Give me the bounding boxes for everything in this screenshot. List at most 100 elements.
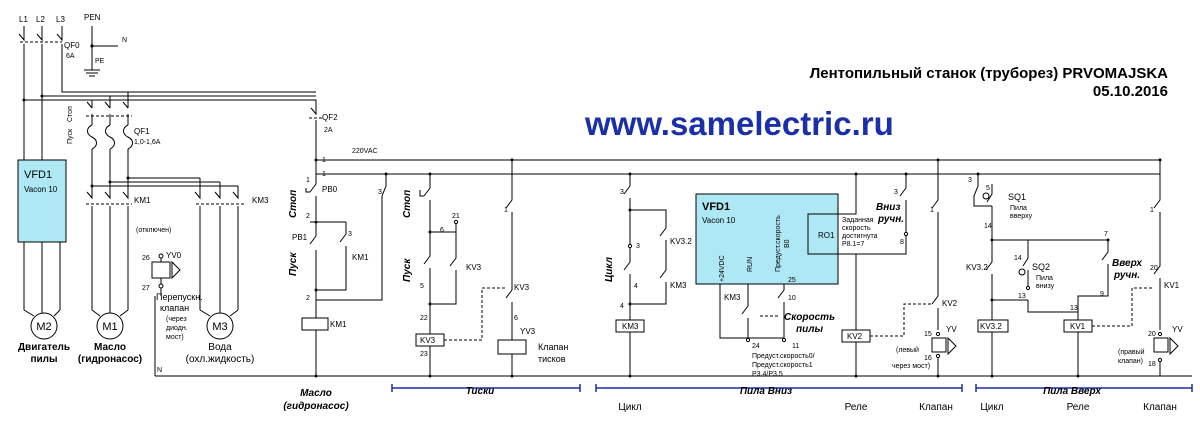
svg-text:Скорость: Скорость (784, 312, 835, 323)
svg-text:KM3: KM3 (252, 196, 269, 205)
svg-text:Стоп: Стоп (288, 190, 299, 218)
svg-text:KV3.2: KV3.2 (980, 322, 1002, 331)
svg-text:Тиски: Тиски (466, 386, 495, 397)
svg-text:Реле: Реле (845, 402, 868, 413)
svg-text:16: 16 (924, 355, 932, 362)
svg-text:P8.1=7: P8.1=7 (842, 241, 864, 248)
schematic-title: Лентопильный станок (труборез) PRVOMAJSK… (810, 65, 1168, 82)
svg-text:14: 14 (984, 223, 992, 230)
svg-text:13: 13 (1070, 305, 1078, 312)
svg-text:14: 14 (1014, 255, 1022, 262)
svg-text:Масло: Масло (94, 342, 126, 353)
vfd1-power-block: VFD1 Vacon 10 (17, 159, 67, 310)
svg-text:Пуск: Пуск (288, 252, 299, 276)
svg-text:Пила Вниз: Пила Вниз (740, 386, 792, 397)
svg-text:VFD1: VFD1 (702, 201, 730, 213)
svg-text:пилы: пилы (796, 324, 823, 335)
motor-m1: M1 Масло (гидронасос) (78, 309, 142, 365)
svg-text:6: 6 (514, 315, 518, 322)
svg-text:Пила Вверх: Пила Вверх (1043, 386, 1101, 397)
vise-control: 3 Стоп Пуск 21 6 5 KV3 22 KV3 23 1 KV3 6… (316, 158, 581, 397)
svg-text:Предуст.скорость0/: Предуст.скорость0/ (752, 353, 815, 360)
svg-text:3: 3 (968, 177, 972, 184)
svg-text:L1: L1 (19, 15, 28, 24)
svg-text:1: 1 (504, 207, 508, 214)
svg-text:скорость: скорость (842, 225, 871, 232)
svg-text:YV: YV (946, 325, 957, 334)
website-url[interactable]: www.samelectric.ru (584, 105, 894, 142)
control-supply: QF2 2A 220VAC 1 1 (155, 104, 1192, 377)
svg-text:мост): мост) (166, 334, 184, 341)
schematic-date: 05.10.2016 (1093, 83, 1168, 100)
svg-text:8: 8 (900, 239, 904, 246)
svg-text:15: 15 (924, 331, 932, 338)
power-input: L1 L2 L3 PEN N PE QF0 6A (18, 13, 127, 82)
svg-text:6: 6 (440, 227, 444, 234)
svg-text:клапан): клапан) (1118, 358, 1143, 365)
yv0-bypass-valve: (отключен) 26 YV0 27 Перепускн. клапан (… (136, 227, 203, 376)
svg-text:M3: M3 (212, 321, 227, 333)
svg-text:Двигатель: Двигатель (18, 342, 70, 353)
svg-text:23: 23 (420, 351, 428, 358)
svg-text:Пила: Пила (1010, 205, 1027, 212)
svg-text:3: 3 (636, 243, 640, 250)
svg-text:Цикл: Цикл (618, 402, 641, 413)
svg-text:пилы: пилы (30, 354, 57, 365)
svg-text:M1: M1 (102, 321, 117, 333)
svg-text:Пуск: Пуск (402, 258, 413, 282)
svg-text:(правый: (правый (1118, 348, 1145, 356)
svg-text:4: 4 (620, 303, 624, 310)
svg-text:20: 20 (1150, 265, 1158, 272)
svg-text:KM1: KM1 (352, 253, 369, 262)
svg-text:Клапан: Клапан (1143, 402, 1177, 413)
svg-text:KV3: KV3 (420, 336, 436, 345)
svg-text:25: 25 (788, 277, 796, 284)
motor-m3: M3 Вода (охл.жидкость) (186, 309, 254, 365)
svg-text:KV1: KV1 (1070, 322, 1086, 331)
svg-text:SQ2: SQ2 (1032, 262, 1050, 272)
svg-text:RO1: RO1 (818, 231, 835, 240)
svg-text:внизу: внизу (1036, 283, 1055, 290)
svg-text:KV3: KV3 (514, 283, 530, 292)
svg-text:диодн.: диодн. (166, 325, 188, 332)
svg-text:(через: (через (166, 316, 187, 323)
svg-text:1: 1 (322, 157, 326, 164)
svg-text:Масло: Масло (300, 388, 332, 399)
svg-text:Клапан: Клапан (538, 342, 568, 352)
svg-text:3: 3 (894, 189, 898, 196)
svg-text:KV1: KV1 (1164, 281, 1180, 290)
svg-text:Цикл: Цикл (980, 402, 1003, 413)
svg-text:ручн.: ручн. (1113, 270, 1140, 281)
motor-m2: M2 Двигатель пилы (18, 309, 70, 365)
svg-text:2: 2 (306, 295, 310, 302)
svg-text:(отключен): (отключен) (136, 227, 171, 234)
svg-text:клапан: клапан (160, 303, 189, 313)
svg-text:2A: 2A (324, 127, 333, 134)
svg-text:KM3: KM3 (670, 281, 687, 290)
svg-text:Предуст.скорость: Предуст.скорость (775, 215, 782, 272)
saw-up-control: 3 5 SQ1 Пила вверху 14 KV3.2 14 SQ2 Пила… (966, 158, 1193, 413)
svg-text:KV3: KV3 (466, 263, 482, 272)
svg-text:(гидронасос): (гидронасос) (78, 354, 142, 365)
svg-text:2: 2 (306, 213, 310, 220)
svg-text:220VAC: 220VAC (352, 148, 378, 155)
svg-text:+24VDC: +24VDC (719, 255, 726, 282)
svg-text:N: N (122, 37, 127, 44)
svg-text:B0: B0 (784, 239, 791, 248)
svg-text:KM1: KM1 (330, 320, 347, 329)
svg-text:Vacon 10: Vacon 10 (702, 216, 736, 225)
svg-text:1: 1 (930, 207, 934, 214)
svg-text:PB1: PB1 (292, 233, 308, 242)
svg-text:Пила: Пила (1036, 275, 1053, 282)
svg-text:RUN: RUN (747, 257, 754, 272)
svg-text:27: 27 (142, 285, 150, 292)
svg-text:PB0: PB0 (322, 185, 338, 194)
svg-text:KM1: KM1 (134, 196, 151, 205)
svg-text:18: 18 (1148, 361, 1156, 368)
svg-text:21: 21 (452, 213, 460, 220)
svg-text:YV3: YV3 (520, 327, 536, 336)
svg-text:Цикл: Цикл (604, 256, 615, 282)
svg-text:Клапан: Клапан (919, 402, 953, 413)
power-distribution: QF1 1,0-1,6A Стоп Пуск KM1 KM3 (22, 82, 317, 310)
